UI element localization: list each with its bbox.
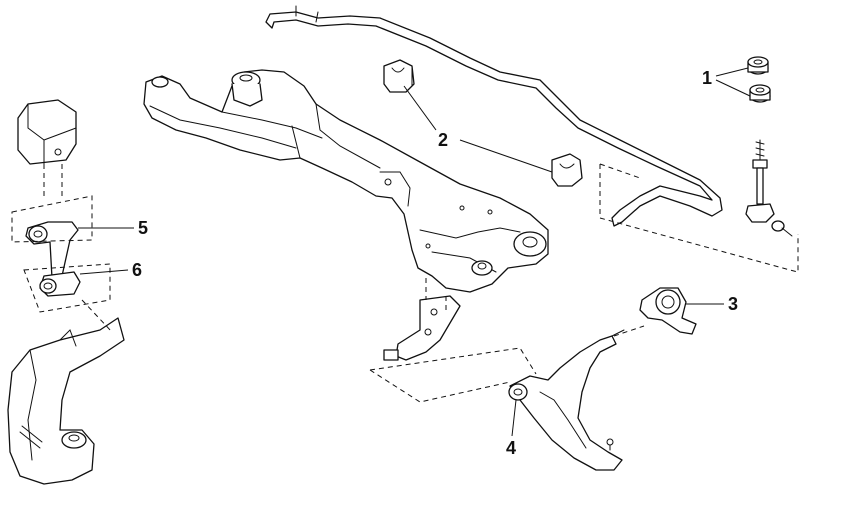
assembly-dash-lines	[11, 163, 799, 403]
control-arm-bushing	[639, 287, 697, 335]
stabilizer-bar	[265, 5, 723, 227]
callout-1: 1	[702, 68, 712, 88]
link-lower	[39, 271, 81, 297]
callout-4: 4	[506, 438, 516, 458]
stabilizer-link	[745, 139, 793, 237]
engine-mount	[17, 99, 77, 165]
callout-5: 5	[138, 218, 148, 238]
callout-3: 3	[728, 294, 738, 314]
link-upper	[25, 221, 79, 279]
lower-control-arm	[508, 329, 625, 471]
leader-lines	[78, 67, 751, 437]
bushing-upper	[383, 59, 415, 93]
subframe	[143, 69, 549, 293]
knuckle-bracket	[7, 317, 125, 485]
bushing-lower	[551, 153, 583, 187]
nut-1	[747, 56, 769, 75]
callout-2: 2	[438, 130, 448, 150]
subframe-bracket	[383, 295, 461, 361]
nut-2	[749, 84, 771, 103]
callout-6: 6	[132, 260, 142, 280]
